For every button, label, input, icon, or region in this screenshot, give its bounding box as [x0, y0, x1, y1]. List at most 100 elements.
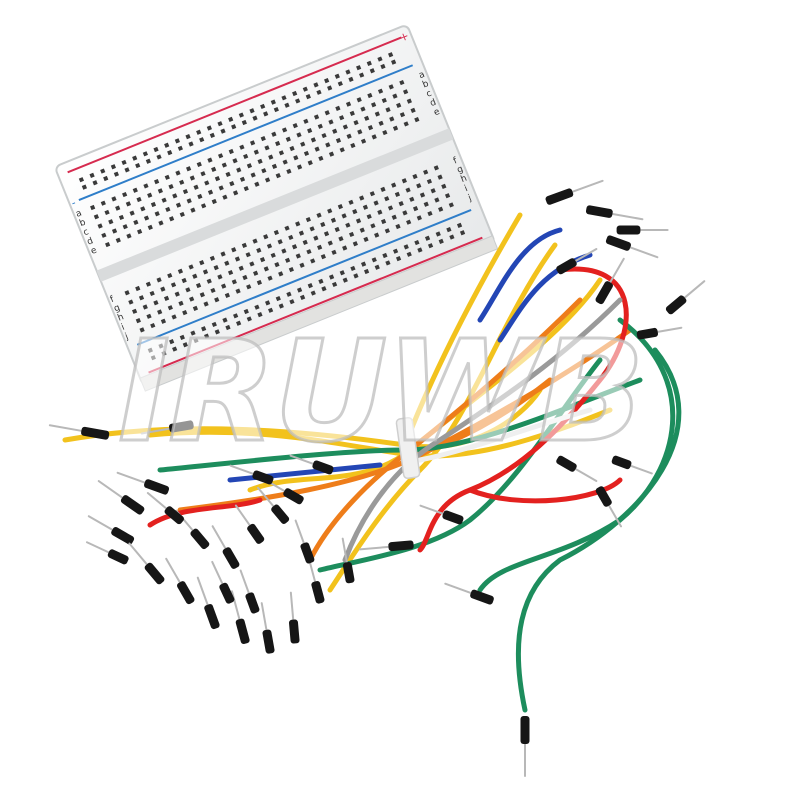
breadboard-hole: [389, 116, 395, 122]
breadboard-hole: [359, 195, 365, 201]
breadboard-hole: [157, 188, 163, 194]
breadboard-hole: [222, 194, 228, 200]
jumper-pin: [97, 480, 145, 515]
pin-connectors: [48, 179, 706, 777]
breadboard-hole: [179, 334, 185, 340]
top-negative-rail-line: [78, 64, 414, 202]
breadboard-hole: [261, 168, 267, 174]
breadboard-hole: [373, 200, 379, 206]
breadboard-hole: [385, 260, 391, 266]
breadboard-hole: [293, 155, 299, 161]
jumper-pin: [128, 542, 165, 585]
jumper-pin: [211, 525, 240, 569]
breadboard-hole: [281, 127, 288, 133]
breadboard-hole: [357, 129, 363, 135]
jumper-pin: [87, 515, 135, 545]
breadboard-hole: [299, 262, 305, 268]
breadboard-hole: [165, 206, 171, 213]
breadboard-hole: [233, 313, 239, 319]
breadboard-hole: [332, 128, 338, 134]
breadboard-hole: [156, 154, 162, 160]
breadboard-hole: [249, 108, 255, 114]
breadboard-hole: [181, 277, 187, 284]
breadboard-hole: [391, 59, 397, 65]
breadboard-hole: [260, 135, 266, 142]
breadboard-hole: [204, 333, 210, 339]
breadboard-hole: [201, 326, 207, 332]
breadboard-hole: [257, 158, 263, 165]
breadboard-hole: [323, 231, 330, 237]
breadboard-hole: [377, 56, 383, 62]
breadboard-hole: [318, 155, 324, 162]
breadboard-hole: [92, 180, 98, 186]
breadboard-hole: [142, 151, 148, 157]
row-letter-c: c: [425, 89, 433, 100]
breadboard-hole: [264, 145, 270, 151]
breadboard-hole: [124, 290, 130, 296]
breadboard-hole: [224, 260, 230, 266]
breadboard-hole: [78, 177, 85, 183]
breadboard-hole: [206, 278, 212, 284]
breadboard-hole: [221, 162, 227, 168]
breadboard-hole: [335, 137, 342, 144]
breadboard-hole: [236, 167, 242, 173]
breadboard-hole: [313, 235, 319, 241]
breadboard-hole: [419, 192, 426, 198]
jumper-pin: [260, 602, 275, 654]
breadboard-hole: [305, 216, 311, 223]
breadboard-hole: [289, 145, 295, 152]
breadboard-hole: [416, 215, 422, 221]
breadboard-hole: [341, 213, 347, 219]
breadboard-hole: [284, 225, 290, 231]
breadboard-hole: [288, 234, 294, 241]
breadboard-hole: [295, 221, 301, 227]
breadboard-hole: [218, 185, 224, 191]
bottom-positive-rail-line: [148, 236, 483, 374]
breadboard-hole: [267, 275, 273, 281]
breadboard-hole: [396, 102, 402, 109]
breadboard-hole: [403, 121, 409, 127]
breadboard-hole: [416, 183, 422, 189]
breadboard-hole: [149, 290, 155, 297]
breadboard-hole: [380, 63, 386, 70]
breadboard-hole: [147, 224, 153, 230]
breadboard-hole: [182, 188, 189, 195]
breadboard-hole: [342, 124, 348, 130]
breadboard-hole: [199, 260, 205, 266]
breadboard-hole: [275, 295, 281, 302]
breadboard-hole: [278, 150, 285, 156]
breadboard-hole: [164, 142, 170, 148]
row-letter-a: a: [418, 70, 427, 81]
breadboard-hole: [225, 171, 231, 177]
breadboard-hole: [186, 198, 192, 204]
breadboard-hole: [81, 184, 88, 190]
breadboard-hole: [161, 350, 167, 356]
breadboard-hole: [278, 271, 284, 277]
breadboard-hole: [366, 60, 372, 66]
breadboard-hole: [145, 158, 151, 164]
breadboard-hole: [268, 307, 274, 313]
jumper-wire-gray: [342, 297, 623, 563]
row-letter-e-left: e: [89, 245, 98, 257]
breadboard-hole: [345, 69, 351, 75]
breadboard-hole: [295, 253, 301, 259]
row-letter-a-left: a: [74, 208, 83, 219]
breadboard-hole: [317, 244, 323, 250]
breadboard-hole: [398, 201, 404, 207]
breadboard-hole: [128, 299, 134, 305]
breadboard-hole: [348, 76, 354, 82]
breadboard-hole: [339, 270, 345, 276]
breadboard-hole: [121, 159, 127, 166]
jumper-pin: [419, 504, 464, 525]
jumper-pin: [234, 504, 265, 544]
breadboard-hole: [371, 134, 377, 140]
breadboard-hole: [147, 347, 153, 353]
breadboard-hole: [196, 129, 202, 135]
breadboard-hole: [303, 118, 309, 124]
breadboard-hole: [427, 243, 434, 249]
breadboard-hole: [113, 171, 120, 177]
breadboard-hole: [167, 305, 173, 311]
breadboard-hole: [300, 294, 306, 300]
breadboard-hole: [136, 196, 142, 203]
